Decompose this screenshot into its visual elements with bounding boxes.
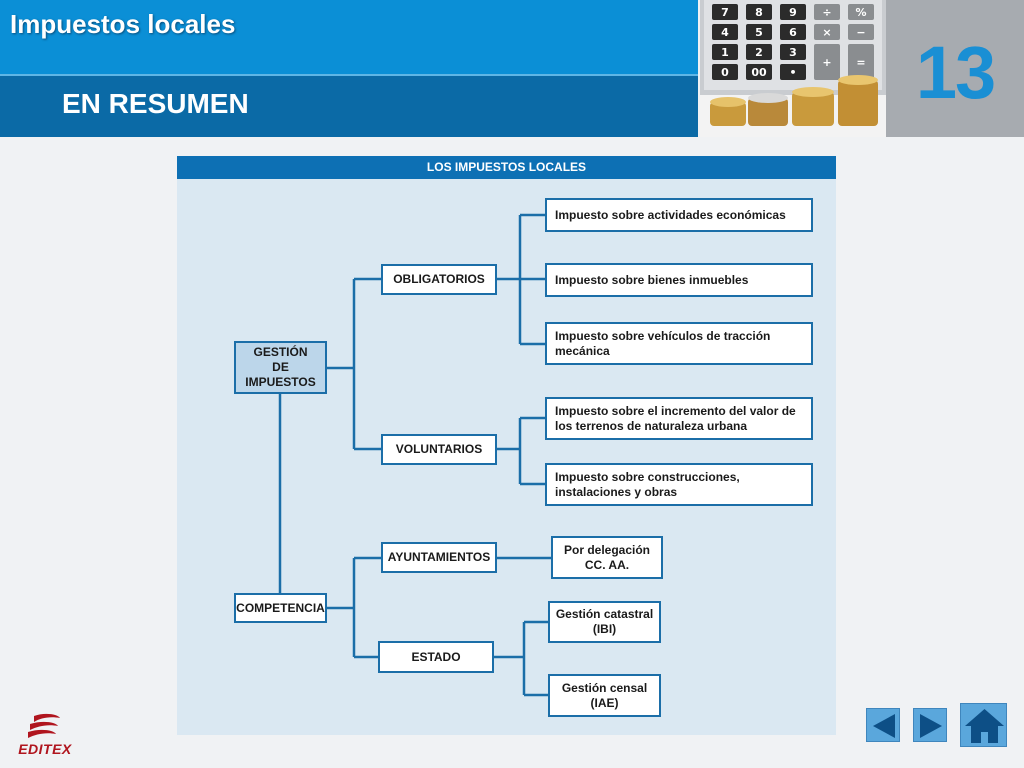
svg-text:0: 0 bbox=[721, 66, 729, 79]
svg-text:1: 1 bbox=[721, 46, 729, 59]
svg-text:00: 00 bbox=[751, 66, 767, 79]
node-gestion-impuestos: GESTIÓN DE IMPUESTOS bbox=[234, 341, 327, 394]
header-top-bar: Impuestos locales bbox=[0, 0, 698, 74]
node-gestion-catastral-ibi: Gestión catastral (IBI) bbox=[548, 601, 661, 643]
logo-text: EDITEX bbox=[18, 741, 72, 757]
home-icon bbox=[965, 709, 1004, 743]
node-impuesto-bienes-inmuebles: Impuesto sobre bienes inmuebles bbox=[545, 263, 813, 297]
svg-text:5: 5 bbox=[755, 26, 763, 39]
node-voluntarios: VOLUNTARIOS bbox=[381, 434, 497, 465]
svg-text:6: 6 bbox=[789, 26, 797, 39]
svg-text:%: % bbox=[855, 6, 866, 19]
svg-text:×: × bbox=[822, 26, 831, 39]
node-impuesto-actividades-economicas: Impuesto sobre actividades económicas bbox=[545, 198, 813, 232]
svg-text:3: 3 bbox=[789, 46, 797, 59]
svg-text:4: 4 bbox=[721, 26, 729, 39]
node-impuesto-incremento-valor-terrenos: Impuesto sobre el incremento del valor d… bbox=[545, 397, 813, 440]
node-impuesto-vehiculos-traccion-mecanica: Impuesto sobre vehículos de tracción mec… bbox=[545, 322, 813, 365]
svg-text:8: 8 bbox=[755, 6, 763, 19]
svg-text:•: • bbox=[789, 66, 796, 79]
node-competencia: COMPETENCIA bbox=[234, 593, 327, 623]
node-impuesto-construcciones-instalaciones-obras: Impuesto sobre construcciones, instalaci… bbox=[545, 463, 813, 506]
arrow-right-icon bbox=[920, 714, 942, 738]
connector-lines bbox=[278, 213, 551, 697]
home-button[interactable] bbox=[960, 703, 1007, 747]
chapter-panel: 13 bbox=[886, 0, 1024, 137]
previous-button[interactable] bbox=[866, 708, 900, 742]
svg-text:7: 7 bbox=[721, 6, 729, 19]
section-title: EN RESUMEN bbox=[62, 88, 249, 119]
svg-text:+: + bbox=[822, 56, 831, 69]
header-bottom-bar: EN RESUMEN bbox=[0, 74, 698, 137]
editex-logo-mark bbox=[28, 713, 60, 738]
svg-text:−: − bbox=[856, 26, 865, 39]
svg-text:=: = bbox=[856, 56, 865, 69]
next-button[interactable] bbox=[913, 708, 947, 742]
svg-text:9: 9 bbox=[789, 6, 797, 19]
node-obligatorios: OBLIGATORIOS bbox=[381, 264, 497, 295]
node-por-delegacion-ccaa: Por delegación CC. AA. bbox=[551, 536, 663, 579]
node-estado: ESTADO bbox=[378, 641, 494, 673]
concept-map: LOS IMPUESTOS LOCALES bbox=[177, 156, 836, 735]
svg-text:÷: ÷ bbox=[822, 6, 831, 19]
svg-text:2: 2 bbox=[755, 46, 763, 59]
node-ayuntamientos: AYUNTAMIENTOS bbox=[381, 542, 497, 573]
diagram-title: LOS IMPUESTOS LOCALES bbox=[177, 156, 836, 179]
editex-logo: EDITEX bbox=[10, 712, 80, 758]
chapter-number: 13 bbox=[915, 31, 996, 114]
arrow-left-icon bbox=[873, 714, 895, 738]
node-gestion-censal-iae: Gestión censal (IAE) bbox=[548, 674, 661, 717]
slide-title: Impuestos locales bbox=[10, 9, 236, 39]
